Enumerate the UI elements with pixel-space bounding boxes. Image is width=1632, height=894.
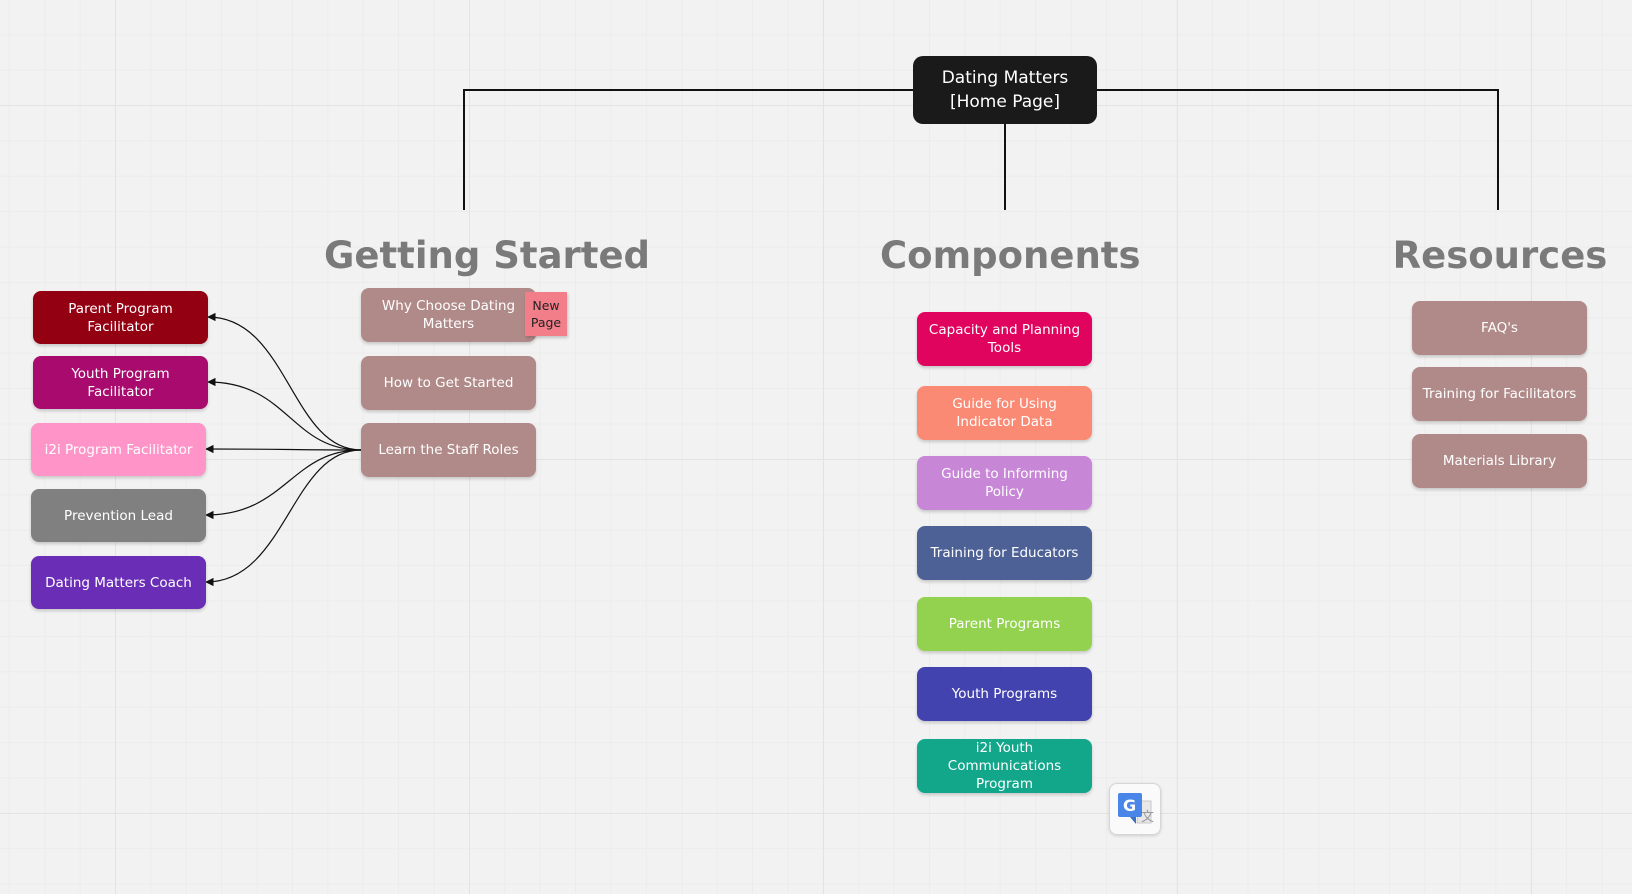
node-i2i-youth-communications-program[interactable]: i2i Youth Communications Program: [917, 739, 1092, 793]
node-parent-program-facilitator[interactable]: Parent Program Facilitator: [33, 291, 208, 344]
arrow-to-i2i-program-facilitator: [205, 444, 362, 454]
heading-getting-started: Getting Started: [324, 234, 651, 277]
root-node-home-page[interactable]: Dating Matters [Home Page]: [913, 56, 1097, 124]
arrow-to-prevention-lead: [205, 449, 362, 520]
svg-text:G: G: [1123, 796, 1136, 815]
connector-root-to-resources: [1097, 89, 1499, 210]
node-why-choose-dating-matters[interactable]: Why Choose Dating Matters: [361, 288, 536, 342]
arrow-to-parent-program-facilitator: [207, 312, 362, 451]
heading-components: Components: [880, 234, 1141, 277]
node-prevention-lead[interactable]: Prevention Lead: [31, 489, 206, 542]
heading-resources: Resources: [1392, 234, 1608, 277]
node-youth-programs[interactable]: Youth Programs: [917, 667, 1092, 721]
node-guide-to-informing-policy[interactable]: Guide to Informing Policy: [917, 456, 1092, 510]
node-parent-programs[interactable]: Parent Programs: [917, 597, 1092, 651]
node-training-for-facilitators[interactable]: Training for Facilitators: [1412, 367, 1587, 421]
node-dating-matters-coach[interactable]: Dating Matters Coach: [31, 556, 206, 609]
node-guide-for-using-indicator-data[interactable]: Guide for Using Indicator Data: [917, 386, 1092, 440]
svg-text:文: 文: [1141, 810, 1154, 825]
connector-root-to-getting-started: [463, 89, 913, 210]
node-how-to-get-started[interactable]: How to Get Started: [361, 356, 536, 410]
node-materials-library[interactable]: Materials Library: [1412, 434, 1587, 488]
node-youth-program-facilitator[interactable]: Youth Program Facilitator: [33, 356, 208, 409]
node-training-for-educators[interactable]: Training for Educators: [917, 526, 1092, 580]
node-learn-the-staff-roles[interactable]: Learn the Staff Roles: [361, 423, 536, 477]
arrow-to-dating-matters-coach: [205, 449, 362, 587]
translate-widget[interactable]: 文 G: [1109, 783, 1161, 835]
node-i2i-program-facilitator[interactable]: i2i Program Facilitator: [31, 423, 206, 476]
node-faqs[interactable]: FAQ's: [1412, 301, 1587, 355]
node-capacity-and-planning-tools[interactable]: Capacity and Planning Tools: [917, 312, 1092, 366]
google-translate-icon: 文 G: [1118, 793, 1154, 825]
sticky-note-new-page[interactable]: New Page: [525, 292, 567, 336]
arrow-to-youth-program-facilitator: [207, 377, 362, 451]
